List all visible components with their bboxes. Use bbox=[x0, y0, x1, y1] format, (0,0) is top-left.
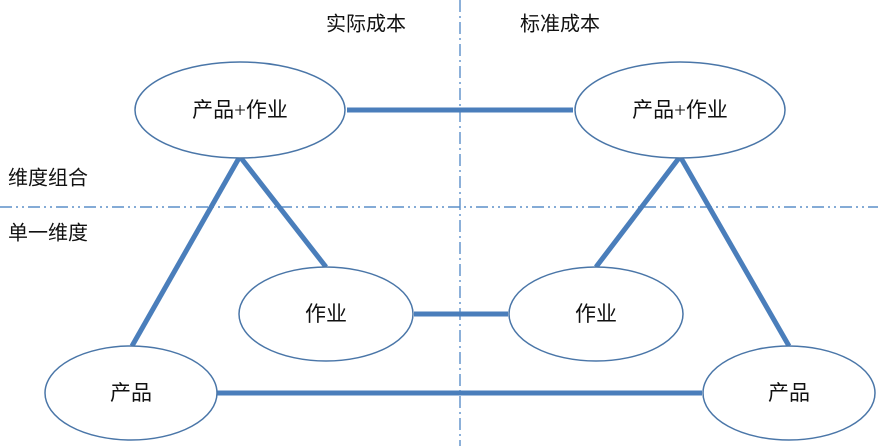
row-label-group: 维度组合 单一维度 bbox=[8, 167, 88, 245]
column-header-actual-cost: 实际成本 bbox=[326, 13, 406, 36]
node-ellipse[interactable] bbox=[238, 266, 414, 362]
node-actual-activity[interactable]: 作业 bbox=[238, 266, 414, 362]
column-header-group: 实际成本 标准成本 bbox=[326, 13, 600, 36]
node-actual-product-activity[interactable]: 产品+作业 bbox=[134, 61, 346, 159]
node-ellipse[interactable] bbox=[702, 345, 876, 441]
link-standard-combo-to-product bbox=[678, 156, 792, 348]
node-ellipse[interactable] bbox=[574, 61, 786, 159]
node-label: 作业 bbox=[575, 302, 617, 326]
node-standard-product-activity[interactable]: 产品+作业 bbox=[574, 61, 786, 159]
node-standard-product[interactable]: 产品 bbox=[702, 345, 876, 441]
node-ellipse[interactable] bbox=[44, 345, 218, 441]
node-label: 产品+作业 bbox=[192, 98, 288, 122]
column-header-standard-cost: 标准成本 bbox=[520, 13, 600, 36]
node-actual-product[interactable]: 产品 bbox=[44, 345, 218, 441]
connector-group bbox=[129, 107, 792, 396]
node-label: 产品 bbox=[768, 381, 810, 405]
link-actual-combo-to-activity bbox=[239, 156, 328, 269]
link-actual-combo-to-product bbox=[129, 156, 242, 348]
row-label-single-dimension: 单一维度 bbox=[8, 222, 88, 245]
node-standard-activity[interactable]: 作业 bbox=[508, 266, 684, 362]
node-ellipse[interactable] bbox=[134, 61, 346, 159]
node-label: 产品 bbox=[110, 381, 152, 405]
node-label: 产品+作业 bbox=[632, 98, 728, 122]
link-standard-combo-to-activity bbox=[594, 156, 681, 269]
row-label-combined-dimension: 维度组合 bbox=[8, 167, 88, 190]
node-label: 作业 bbox=[305, 302, 347, 326]
node-ellipse[interactable] bbox=[508, 266, 684, 362]
